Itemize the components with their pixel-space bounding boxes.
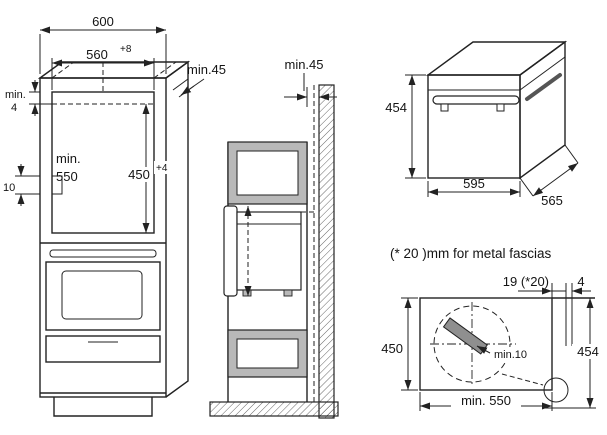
side-section-view: min.45 [209,57,339,419]
dim-niche-width-tol: +8 [120,44,132,55]
dim-oven-width: 595 [463,176,485,191]
dim-fascia-width: 19 (*20) [503,274,549,289]
dim-oven-height: 454 [385,100,407,115]
dim-wall-clearance-section: min.45 [284,57,323,72]
oven-front-face [427,74,521,179]
detail-reference-circle [543,377,569,403]
cabinet-side-face [165,60,189,398]
dim-niche-height-tol: +4 [156,163,168,174]
dim-overall-width: 600 [92,14,114,29]
dim-detail-niche-height: 450 [381,341,403,356]
oven-window [61,270,143,320]
fascia-corner-piece [442,317,488,355]
dim-front-gap: 4 [577,274,584,289]
dim-niche-width: 560 [86,47,108,62]
oven-handle-side [525,73,562,101]
dim-detail-niche-depth: min. 550 [461,393,511,408]
dim-niche-height: 450 [128,167,150,182]
floor-section [209,401,339,417]
cabinet-front-view: 600 560 +8 min. 4 10 min. 550 450 +4 min… [3,14,226,417]
drawer-front [45,335,161,363]
niche-section-box [419,297,553,391]
oven-isometric-view: 454 595 565 [385,40,579,208]
oven-top-face [425,41,568,76]
dim-top-gap-label: min. [5,89,26,101]
oven-handle [49,249,157,258]
dim-oven-depth: 565 [541,193,563,208]
niche-detail-view: (* 20 )mm for metal fascias 19 (*20) 4 4… [381,246,603,411]
dim-depth-value: 550 [56,169,78,184]
oven-door [45,261,161,331]
wall-section [318,84,335,419]
cabinet-front-face [39,77,167,398]
fascia-note: (* 20 )mm for metal fascias [390,246,552,261]
dim-appliance-height: 454 [577,344,599,359]
side-rail [52,175,63,195]
dim-top-gap-value: 4 [11,102,17,114]
oven-handle-front [432,95,520,105]
dim-wall-clearance-front: min.45 [187,62,226,77]
dim-rail-offset: 10 [3,182,15,194]
plinth [53,397,153,417]
dim-depth-label: min. [56,151,81,166]
appliance-door-section [223,205,238,297]
dim-min-clearance: min.10 [494,349,527,361]
